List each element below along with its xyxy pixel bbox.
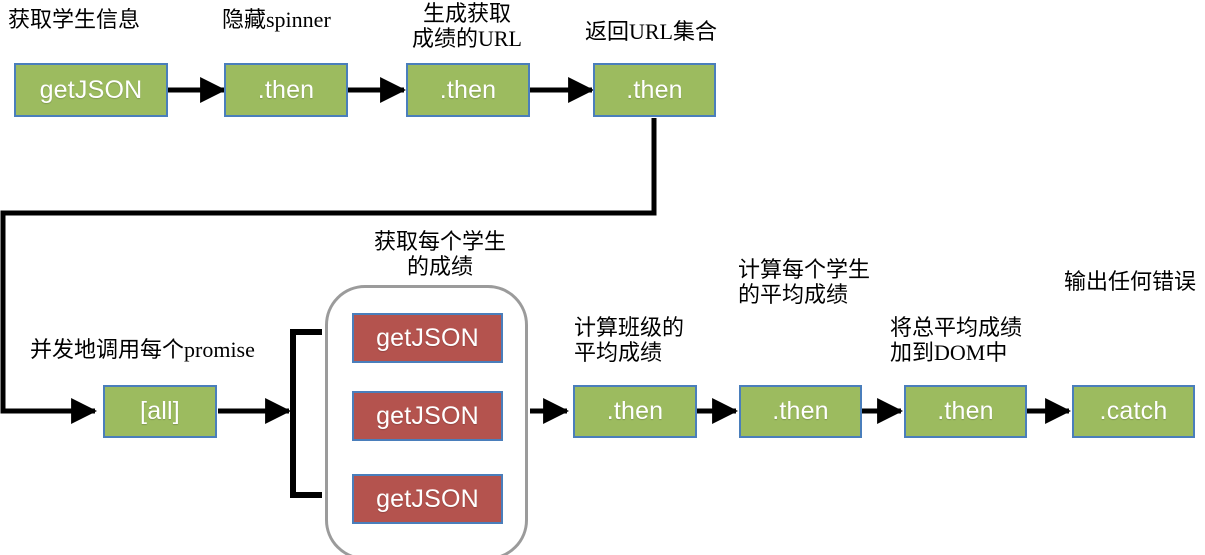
node-group-getjson-3[interactable]: getJSON (352, 474, 503, 524)
caption-bot-catch: 输出任何错误 (1064, 269, 1197, 294)
caption-group: 获取每个学生 的成绩 (373, 229, 506, 279)
node-bot-then-1[interactable]: .then (573, 385, 697, 438)
caption-bot-then-2: 计算每个学生 的平均成绩 (738, 257, 871, 307)
caption-all: 并发地调用每个promise (30, 337, 255, 362)
node-top-getjson[interactable]: getJSON (14, 63, 168, 117)
caption-bot-then-1: 计算班级的 平均成绩 (574, 315, 685, 365)
caption-top-then-2: 生成获取 成绩的URL (411, 1, 522, 51)
node-group-getjson-1[interactable]: getJSON (352, 313, 503, 363)
node-bot-then-2[interactable]: .then (739, 385, 862, 438)
connector-bracket (290, 329, 322, 498)
caption-bot-then-3: 将总平均成绩 加到DOM中 (890, 315, 1023, 365)
node-bot-then-3[interactable]: .then (904, 385, 1027, 438)
node-top-then-3[interactable]: .then (593, 63, 716, 117)
caption-top-getjson: 获取学生信息 (8, 7, 141, 32)
caption-top-then-3: 返回URL集合 (585, 19, 718, 44)
node-all[interactable]: [all] (103, 385, 217, 438)
node-group-getjson-2[interactable]: getJSON (352, 391, 503, 441)
node-bot-catch[interactable]: .catch (1072, 385, 1195, 438)
node-top-then-1[interactable]: .then (224, 63, 348, 117)
caption-top-then-1: 隐藏spinner (222, 7, 331, 32)
node-top-then-2[interactable]: .then (406, 63, 530, 117)
